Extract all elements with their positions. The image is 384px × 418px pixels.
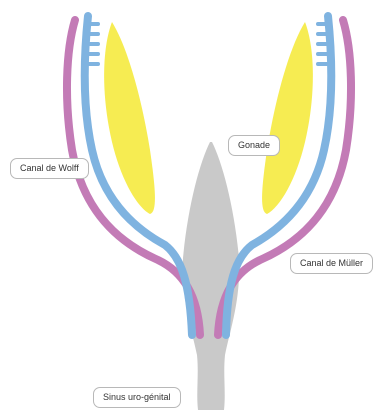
gonade-label: Gonade (228, 135, 280, 156)
left-gonad (104, 22, 155, 214)
canal-de-wolff-label: Canal de Wolff (10, 158, 89, 179)
canal-de-muller-label: Canal de Müller (290, 253, 373, 274)
sinus-uro-genital-label: Sinus uro-génital (93, 387, 181, 408)
right-gonad (262, 22, 313, 214)
